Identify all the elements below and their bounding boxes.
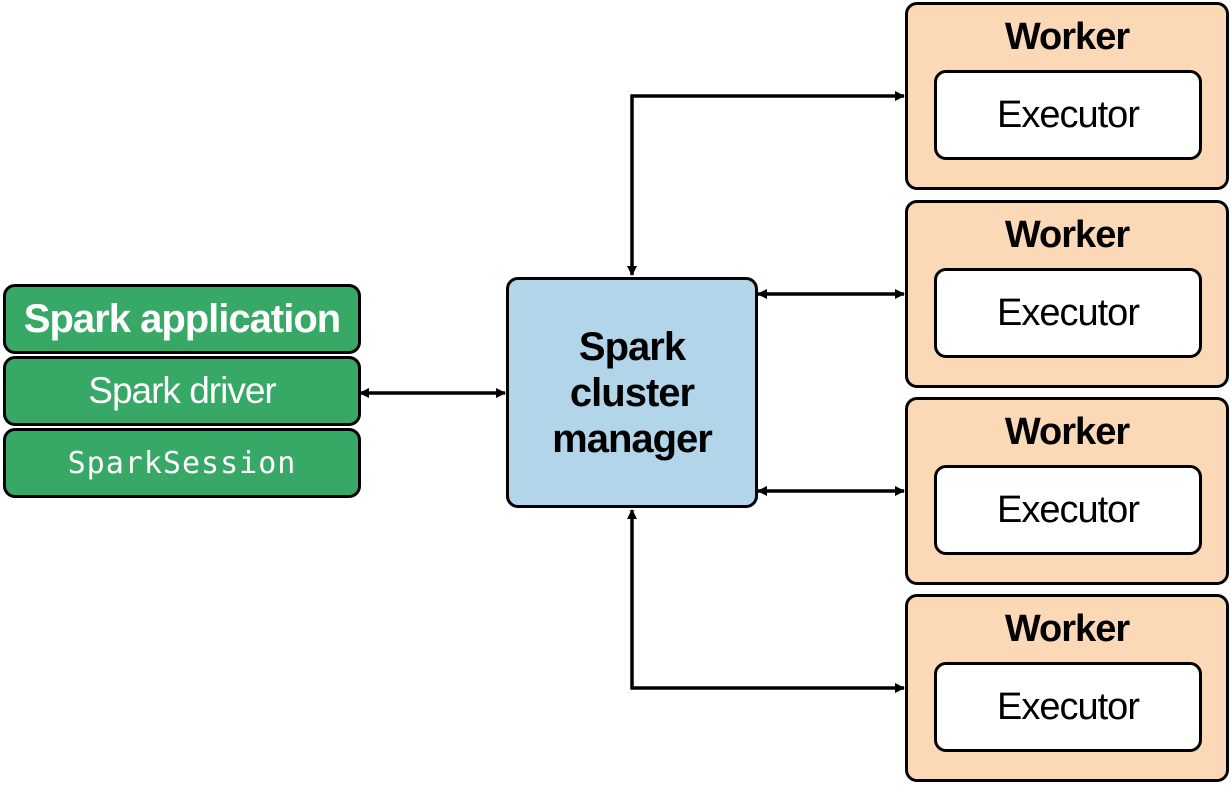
spark-driver-label: Spark driver	[88, 370, 276, 411]
executor-box: Executor	[934, 662, 1202, 752]
executor-label: Executor	[997, 488, 1140, 531]
spark-cluster-manager-label: Spark cluster manager	[552, 324, 713, 461]
manager-worker-4-arrow	[627, 509, 905, 693]
executor-label: Executor	[997, 93, 1140, 136]
manager-worker-1-arrow	[627, 91, 905, 276]
spark-driver-box: Spark driver	[3, 356, 361, 426]
executor-label: Executor	[997, 291, 1140, 334]
worker-label: Worker	[1004, 411, 1130, 453]
spark-session-box: SparkSession	[3, 428, 361, 498]
executor-label: Executor	[997, 685, 1140, 728]
spark-application-label: Spark application	[23, 296, 341, 341]
executor-box: Executor	[934, 70, 1202, 160]
worker-label: Worker	[1004, 16, 1130, 58]
worker-box: Worker Executor	[905, 2, 1229, 190]
worker-box: Worker Executor	[905, 397, 1229, 585]
executor-box: Executor	[934, 268, 1202, 358]
worker-box: Worker Executor	[905, 200, 1229, 388]
spark-cluster-manager-box: Spark cluster manager	[506, 277, 758, 508]
worker-label: Worker	[1004, 608, 1130, 650]
spark-session-label: SparkSession	[67, 445, 297, 481]
worker-box: Worker Executor	[905, 594, 1229, 782]
executor-box: Executor	[934, 465, 1202, 555]
worker-label: Worker	[1004, 214, 1130, 256]
spark-application-box: Spark application	[3, 284, 361, 354]
